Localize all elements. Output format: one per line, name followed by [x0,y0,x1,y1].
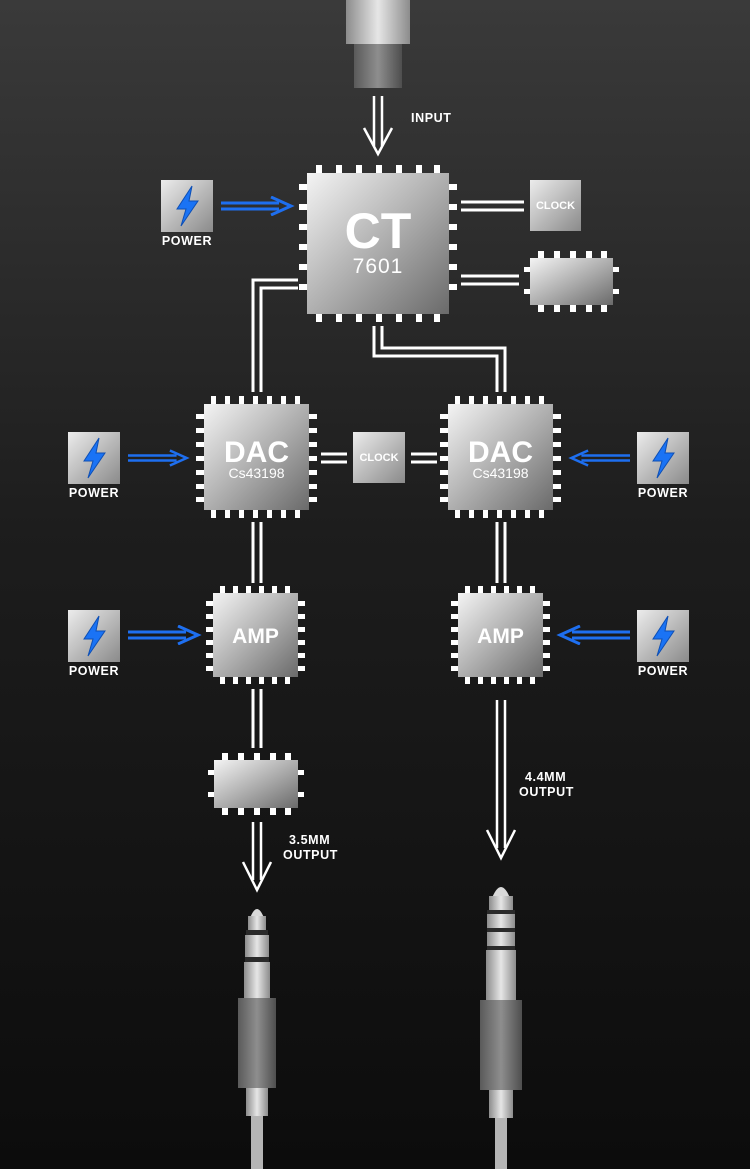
dac-right-clock-line [411,452,437,464]
power-label: POWER [162,234,212,248]
jack-35mm-plug-icon [238,909,276,1169]
amp-left-chip-pins [206,586,305,684]
ct-clock-line [461,200,524,212]
dac-right-name: DAC [468,436,533,469]
ct-chip [307,173,449,314]
clock-label-top: CLOCK [536,200,575,212]
output-44-label-line2: OUTPUT [519,785,574,799]
amp-left-chip [213,593,298,677]
ct-dac-left-line [251,278,298,392]
power-arrow-ct [221,196,293,216]
amp-right-chip [458,593,543,677]
input-label: INPUT [411,111,452,125]
ct-dac-right-line [372,326,507,392]
dac-right-chip-pins [440,396,561,518]
dac-amp-right-line [495,522,507,583]
output-35-label-line1: 3.5MM [289,833,330,847]
ct-chip-name: CT [345,203,412,259]
usb-input-plug-icon [346,0,410,88]
lightning-bolt-icon [637,610,689,662]
power-arrow-amp-right [558,625,630,645]
dac-right-model: Cs43198 [472,465,528,481]
dac-amp-left-line [251,522,263,583]
amp-right-chip-pins [451,586,550,684]
amp-right-name: AMP [477,625,524,648]
dac-left-model: Cs43198 [228,465,284,481]
clock-chip-middle [353,432,405,483]
power-label: POWER [69,486,119,500]
power-label: POWER [69,664,119,678]
output-35-label-line2: OUTPUT [283,848,338,862]
power-label: POWER [638,486,688,500]
dac-left-clock-line [321,452,347,464]
clock-chip-top [530,180,581,231]
amp-filter-left-line [251,689,263,748]
lightning-bolt-icon [161,180,213,232]
amp-left-name: AMP [232,625,279,648]
ct-chip-pins [299,165,457,322]
dac-left-chip-pins [196,396,317,518]
output-arrow-right [485,700,517,861]
power-arrow-dac-left [128,448,189,468]
clock-label-middle: CLOCK [359,452,398,464]
lightning-bolt-icon [637,432,689,484]
dac-left-chip [204,404,309,510]
power-arrow-dac-right [569,448,630,468]
power-label: POWER [638,664,688,678]
power-arrow-amp-left [128,625,200,645]
filter-chip-left [208,753,304,815]
ct-chip-model: 7601 [353,255,404,278]
lightning-bolt-icon [68,610,120,662]
dac-left-name: DAC [224,436,289,469]
input-arrow [362,96,394,157]
dac-right-chip [448,404,553,510]
output-arrow-left [241,822,273,893]
lightning-bolt-icon [68,432,120,484]
jack-44mm-plug-icon [480,887,522,1169]
memory-chip-top [524,251,619,312]
output-44-label-line1: 4.4MM [525,770,566,784]
ct-memory-line [461,274,519,286]
